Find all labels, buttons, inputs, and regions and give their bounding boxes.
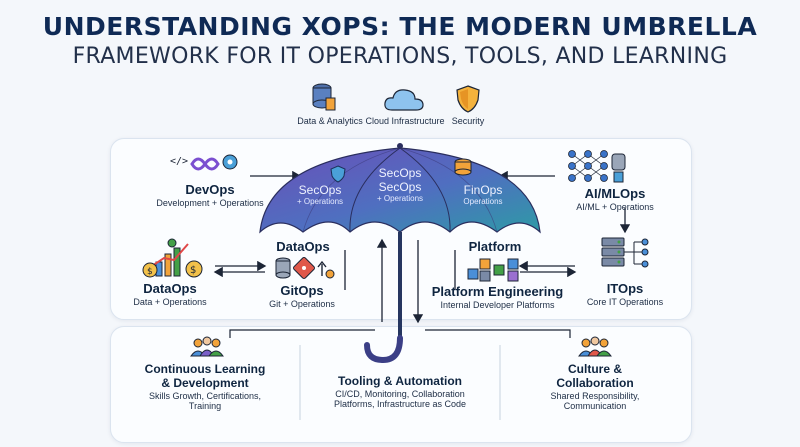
platform-title: Platform xyxy=(468,239,522,254)
culture-node: Culture & Collaboration Shared Responsib… xyxy=(520,362,670,411)
dataops-left-sub: Data + Operations xyxy=(133,297,207,307)
tooling-title: Tooling & Automation xyxy=(338,374,462,388)
tooling-node: Tooling & Automation CI/CD, Monitoring, … xyxy=(310,374,490,409)
svg-text:$: $ xyxy=(190,265,196,276)
cloud-infrastructure-label: Cloud Infrastructure xyxy=(365,116,445,126)
page-subtitle: FRAMEWORK FOR IT OPERATIONS, TOOLS, AND … xyxy=(72,44,728,69)
shield-icon xyxy=(456,85,480,113)
cloud-icon xyxy=(384,89,424,111)
learning-sub: Skills Growth, Certifications, Training xyxy=(148,391,262,411)
money-chart-icon: $ $ xyxy=(142,238,203,278)
learning-node: Continuous Learning & Development Skills… xyxy=(125,362,285,411)
platform-engineering-title: Platform Engineering xyxy=(431,284,564,299)
learning-title: Continuous Learning & Development xyxy=(144,362,266,390)
dataops-center-title: DataOps xyxy=(276,239,330,254)
data-analytics-label: Data & Analytics xyxy=(297,116,363,126)
umbrella-center-title1: SecOps xyxy=(378,166,422,180)
aimlops-title: AI/MLOps xyxy=(584,186,646,201)
umbrella-center-title2: SecOps xyxy=(378,180,422,194)
dataops-left-node: DataOps Data + Operations xyxy=(120,281,220,307)
database-icon xyxy=(454,158,472,176)
umbrella-left-sub: + Operations xyxy=(296,197,344,206)
database-icon xyxy=(312,83,336,111)
umbrella-right-title: FinOps xyxy=(463,183,503,197)
gitops-node: GitOps Git + Operations xyxy=(262,283,342,309)
culture-title: Culture & Collaboration xyxy=(556,362,634,390)
aimlops-node: AI/MLOps AI/ML + Operations xyxy=(560,186,670,212)
svg-text:$: $ xyxy=(147,267,153,277)
itops-title: ITOps xyxy=(606,281,644,296)
itops-node: ITOps Core IT Operations xyxy=(570,281,680,307)
devops-sub: Development + Operations xyxy=(156,198,264,208)
security-label: Security xyxy=(451,116,485,126)
shield-icon xyxy=(330,165,346,183)
devops-node: DevOps Development + Operations xyxy=(150,182,270,208)
dataops-left-title: DataOps xyxy=(143,281,197,296)
infinity-gear-icon: </> xyxy=(170,154,238,171)
umbrella-center-panel: SecOps SecOps + Operations xyxy=(362,166,438,203)
umbrella-right-sub: Operations xyxy=(463,197,503,206)
gitops-sub: Git + Operations xyxy=(269,299,335,309)
server-network-icon xyxy=(601,237,649,268)
tooling-sub: CI/CD, Monitoring, Collaboration Platfor… xyxy=(333,389,467,409)
svg-text:</>: </> xyxy=(170,156,188,167)
umbrella-left-panel: SecOps + Operations xyxy=(285,183,355,206)
blocks-icon xyxy=(467,258,519,282)
people-icon xyxy=(578,336,612,357)
culture-sub: Shared Responsibility, Communication xyxy=(550,391,640,411)
page-title: UNDERSTANDING XOPS: THE MODERN UMBRELLA xyxy=(42,12,758,41)
umbrella-right-panel: FinOps Operations xyxy=(448,183,518,206)
platform-sub: Internal Developer Platforms xyxy=(440,300,555,310)
people-icon xyxy=(190,336,224,357)
umbrella-left-title: SecOps xyxy=(298,183,342,197)
gitops-title: GitOps xyxy=(280,283,324,298)
umbrella-center-sub: + Operations xyxy=(376,194,424,203)
platform-node: Platform Engineering Internal Developer … xyxy=(425,284,570,310)
itops-sub: Core IT Operations xyxy=(586,297,664,307)
neural-network-icon xyxy=(568,150,626,183)
aimlops-sub: AI/ML + Operations xyxy=(576,202,654,212)
git-icon xyxy=(275,257,335,279)
devops-title: DevOps xyxy=(185,182,235,197)
